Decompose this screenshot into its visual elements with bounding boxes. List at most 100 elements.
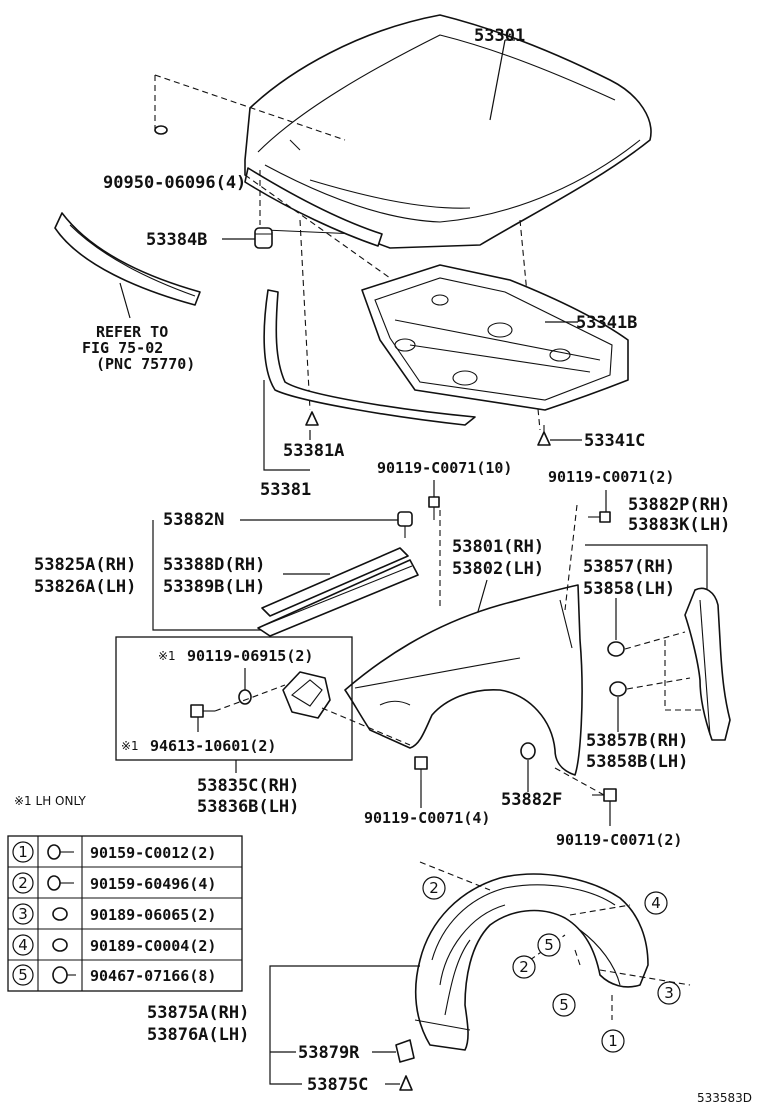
label-seal-b-lh: 53389B(LH) <box>163 577 265 597</box>
label-bracket-p-rh: 53882P(RH) <box>628 495 730 515</box>
label-hood-seal: 53381 <box>260 480 311 500</box>
label-liner-lh: 53876A(LH) <box>147 1025 249 1045</box>
row-num: 5 <box>18 966 28 984</box>
label-bolt-bottom-right: 90119-C0071(2) <box>556 831 682 849</box>
label-fender-clip-n: 53882N <box>163 510 224 530</box>
label-hood-seal-cap: 90950-06096(4) <box>103 173 246 193</box>
refer-note-line-2: FIG 75-02 <box>82 339 163 357</box>
row-part: 90159-C0012(2) <box>90 844 216 862</box>
label-box-nut: 94613-10601(2) <box>150 737 276 755</box>
label-bracket-c-rh: 53835C(RH) <box>197 776 299 796</box>
fender-liner-bracket[interactable] <box>684 587 731 741</box>
table-row: 2 90159-60496(4) <box>12 872 216 894</box>
callout: 1 <box>601 1029 625 1053</box>
svg-text:5: 5 <box>544 936 554 954</box>
diagram-id: 533583D <box>697 1091 752 1105</box>
callout: 2 <box>512 955 536 979</box>
label-insulator-clip: 53341C <box>584 431 645 451</box>
hood-insulator[interactable] <box>361 264 629 411</box>
label-hood: 53301 <box>474 26 525 46</box>
bolt-icon <box>414 756 428 780</box>
callout: 3 <box>657 981 681 1005</box>
clip-icon <box>397 511 413 538</box>
bolt-icon <box>428 496 440 520</box>
row-num: 2 <box>18 874 28 892</box>
label-bracket-k-lh: 53883K(LH) <box>628 515 730 535</box>
callout: 4 <box>644 891 668 915</box>
callout: 2 <box>422 876 446 900</box>
label-seal-d-rh: 53388D(RH) <box>163 555 265 575</box>
box-nut-mark: ※1 <box>121 739 139 753</box>
table-row: 5 90467-07166(8) <box>12 964 216 986</box>
label-fender-clip-f: 53882F <box>501 790 562 810</box>
label-bolt-top-center: 90119-C0071(10) <box>377 459 512 477</box>
label-seal-a-lh: 53826A(LH) <box>34 577 136 597</box>
bolt-icon <box>588 511 611 523</box>
table-row: 4 90189-C0004(2) <box>12 934 216 956</box>
grommet-icon <box>520 742 536 760</box>
seal-clip-icon <box>305 411 319 426</box>
row-part: 90159-60496(4) <box>90 875 216 893</box>
row-part: 90467-07166(8) <box>90 967 216 985</box>
retainer-icon <box>395 1039 415 1063</box>
label-seal-a-rh: 53825A(RH) <box>34 555 136 575</box>
svg-text:1: 1 <box>608 1032 618 1050</box>
label-insulator: 53341B <box>576 313 637 333</box>
push-clip-icon <box>607 641 625 657</box>
fender-seal[interactable] <box>257 547 419 637</box>
label-fender-rh: 53801(RH) <box>452 537 544 557</box>
bolt-icon <box>190 704 215 718</box>
label-seal-clip: 53381A <box>283 441 344 461</box>
svg-text:2: 2 <box>519 958 529 976</box>
label-bolt-bottom-left: 90119-C0071(4) <box>364 809 490 827</box>
label-liner-seal-lh: 53858(LH) <box>583 579 675 599</box>
row-part: 90189-06065(2) <box>90 906 216 924</box>
table-row: 3 90189-06065(2) <box>12 903 216 925</box>
row-num: 4 <box>18 936 28 954</box>
fender-liner[interactable] <box>414 873 649 1051</box>
label-hood-cushion: 53384B <box>146 230 207 250</box>
refer-note-line-3: (PNC 75770) <box>96 355 195 373</box>
push-clip-icon <box>52 938 68 952</box>
row-part: 90189-C0004(2) <box>90 937 216 955</box>
label-bracket-b-lh: 53836B(LH) <box>197 797 299 817</box>
callout: 5 <box>552 993 576 1017</box>
push-clip-icon <box>399 1075 413 1091</box>
detail-box <box>115 636 353 761</box>
label-liner-rh: 53875A(RH) <box>147 1003 249 1023</box>
label-fender-lh: 53802(LH) <box>452 559 544 579</box>
table-row: 1 90159-C0012(2) <box>12 841 216 863</box>
svg-text:2: 2 <box>429 879 439 897</box>
push-clip-icon <box>52 907 68 921</box>
hood[interactable] <box>244 14 652 249</box>
fender-bracket[interactable] <box>282 671 331 719</box>
insulator-clip-icon <box>537 425 551 446</box>
seal-cap-icon <box>154 125 168 135</box>
svg-text:5: 5 <box>559 996 569 1014</box>
row-num: 3 <box>18 905 28 923</box>
refer-note-line-1: REFER TO <box>96 323 168 341</box>
label-liner-retainer: 53879R <box>298 1043 360 1063</box>
screw-grommet-icon <box>52 966 76 984</box>
label-liner-seal-b-lh: 53858B(LH) <box>586 752 688 772</box>
hood-cushion-icon <box>254 227 273 249</box>
label-liner-clip: 53875C <box>307 1075 368 1095</box>
lh-only-note: ※1 LH ONLY <box>14 794 87 808</box>
svg-text:4: 4 <box>651 894 661 912</box>
svg-text:3: 3 <box>664 984 674 1002</box>
label-bolt-top-right: 90119-C0071(2) <box>548 468 674 486</box>
front-fender[interactable] <box>344 584 583 776</box>
callout: 5 <box>537 933 561 957</box>
box-bolt-mark: ※1 <box>158 649 176 663</box>
label-liner-seal-b-rh: 53857B(RH) <box>586 731 688 751</box>
cowl-louver <box>54 212 201 306</box>
hood-seal[interactable] <box>263 289 476 426</box>
row-num: 1 <box>18 843 28 861</box>
label-liner-seal-rh: 53857(RH) <box>583 557 675 577</box>
fastener-table <box>7 835 243 992</box>
bolt-with-washer-icon <box>47 844 74 860</box>
washer-icon <box>238 689 252 705</box>
label-box-bolt: 90119-06915(2) <box>187 647 313 665</box>
push-clip-icon <box>609 681 627 697</box>
